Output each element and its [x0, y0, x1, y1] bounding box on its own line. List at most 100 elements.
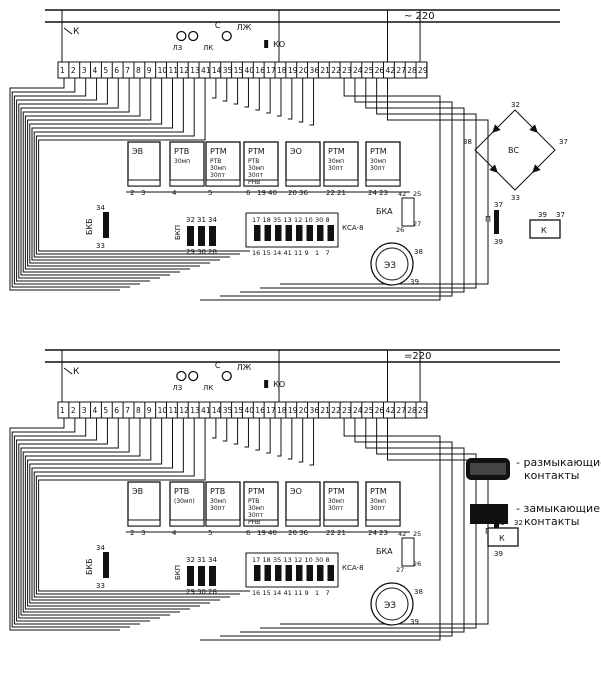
relay-sub: 30мп	[370, 498, 386, 505]
terminal-16: 16	[255, 66, 265, 75]
terminal-17: 17	[266, 406, 276, 415]
svg-text:32: 32	[514, 519, 523, 527]
svg-text:17: 17	[252, 556, 260, 564]
lamp-lk-icon	[188, 370, 199, 382]
terminal-6: 6	[114, 66, 119, 75]
terminal-25: 25	[364, 406, 374, 415]
svg-text:25: 25	[413, 530, 421, 538]
terminal-12: 12	[179, 66, 189, 75]
svg-text:17: 17	[252, 216, 260, 224]
lamp-lz-icon	[176, 30, 187, 42]
terminal-5: 5	[103, 66, 108, 75]
terminal-13: 13	[190, 66, 200, 75]
svg-text:11: 11	[294, 249, 302, 257]
svg-text:15: 15	[263, 249, 271, 257]
bkb-contact	[103, 212, 109, 238]
relay-pin-40: 40	[268, 189, 277, 197]
relay-pin-23: 23	[379, 529, 388, 537]
relay-pin-5: 5	[208, 529, 212, 537]
relay-pin-21: 21	[337, 529, 346, 537]
svg-text:37: 37	[494, 201, 503, 209]
terminal-25: 25	[364, 66, 374, 75]
svg-text:ВС: ВС	[508, 146, 519, 155]
ksa-label: КСА-8	[342, 224, 364, 232]
terminal-27: 27	[396, 406, 406, 415]
relay-name: РТВ	[210, 487, 225, 496]
svg-text:26: 26	[396, 226, 404, 234]
relay-1: РТВ(30мп)4	[169, 481, 205, 537]
svg-text:13: 13	[284, 216, 292, 224]
svg-text:30: 30	[315, 556, 323, 564]
relay-sub: 30мп	[328, 498, 344, 505]
terminal-42: 42	[386, 406, 396, 415]
svg-text:28: 28	[208, 248, 217, 256]
relay-sub: 30пт	[370, 505, 386, 512]
svg-text:30: 30	[197, 248, 206, 256]
svg-text:10: 10	[305, 216, 313, 224]
ksa-label: КСА-8	[342, 564, 364, 572]
bkb-pin-top: 34	[96, 544, 105, 552]
terminal-28: 28	[407, 66, 417, 75]
key-switch-symbol	[63, 27, 73, 35]
terminal-15: 15	[234, 406, 244, 415]
svg-text:31: 31	[197, 556, 206, 564]
relay-sub: 30пт	[210, 172, 226, 179]
svg-text:35: 35	[273, 556, 281, 564]
relay-pin-24: 24	[368, 189, 377, 197]
supply-label: =220	[404, 351, 431, 362]
terminal-21: 21	[320, 406, 330, 415]
relay-pin-6: 6	[246, 529, 251, 537]
relay-name: РТВ	[174, 147, 189, 156]
svg-text:29: 29	[186, 588, 195, 596]
switch-c-label: С	[215, 361, 221, 370]
relay-name: ЭВ	[132, 487, 143, 496]
terminal-8: 8	[136, 406, 141, 415]
terminal-1: 1	[60, 406, 65, 415]
relay-sub: РНВ	[248, 179, 260, 186]
relay-sub: 30пт	[248, 172, 264, 179]
bkb-label: БКБ	[85, 558, 94, 575]
relay-pin-4: 4	[172, 189, 177, 197]
svg-text:29: 29	[186, 248, 195, 256]
relay-sub: 30пт	[370, 165, 386, 172]
terminal-15: 15	[234, 66, 244, 75]
svg-text:42: 42	[398, 190, 406, 198]
svg-text:16: 16	[252, 249, 260, 257]
svg-text:ЭЗ: ЭЗ	[384, 601, 396, 611]
svg-text:18: 18	[263, 556, 271, 564]
terminal-17: 17	[266, 66, 276, 75]
relay-pin-20: 20	[288, 189, 297, 197]
terminal-12: 12	[179, 406, 189, 415]
svg-text:БКА: БКА	[376, 207, 393, 216]
svg-text:27: 27	[413, 220, 421, 228]
svg-text:13: 13	[284, 556, 292, 564]
lamp-lzh-label: ЛЖ	[237, 363, 252, 372]
bkb-contact	[103, 552, 109, 578]
svg-text:34: 34	[208, 216, 217, 224]
relay-pin-2: 2	[130, 529, 134, 537]
terminal-7: 7	[125, 66, 130, 75]
relay-name: РТМ	[370, 147, 387, 156]
p-and-k: П3239К3932	[485, 513, 523, 558]
relay-sub: РТВ	[210, 158, 221, 165]
relay-pin-2: 2	[130, 189, 134, 197]
svg-text:38: 38	[414, 248, 423, 256]
svg-text:39: 39	[494, 550, 503, 558]
terminal-14: 14	[212, 66, 222, 75]
terminal-21: 21	[320, 66, 330, 75]
svg-text:31: 31	[197, 216, 206, 224]
relay-pin-23: 23	[379, 189, 388, 197]
terminal-11: 11	[169, 66, 179, 75]
terminal-3: 3	[82, 406, 87, 415]
svg-text:38: 38	[414, 588, 423, 596]
relay-pin-6: 6	[246, 189, 251, 197]
svg-text:8: 8	[326, 556, 330, 564]
svg-text:7: 7	[326, 249, 330, 257]
